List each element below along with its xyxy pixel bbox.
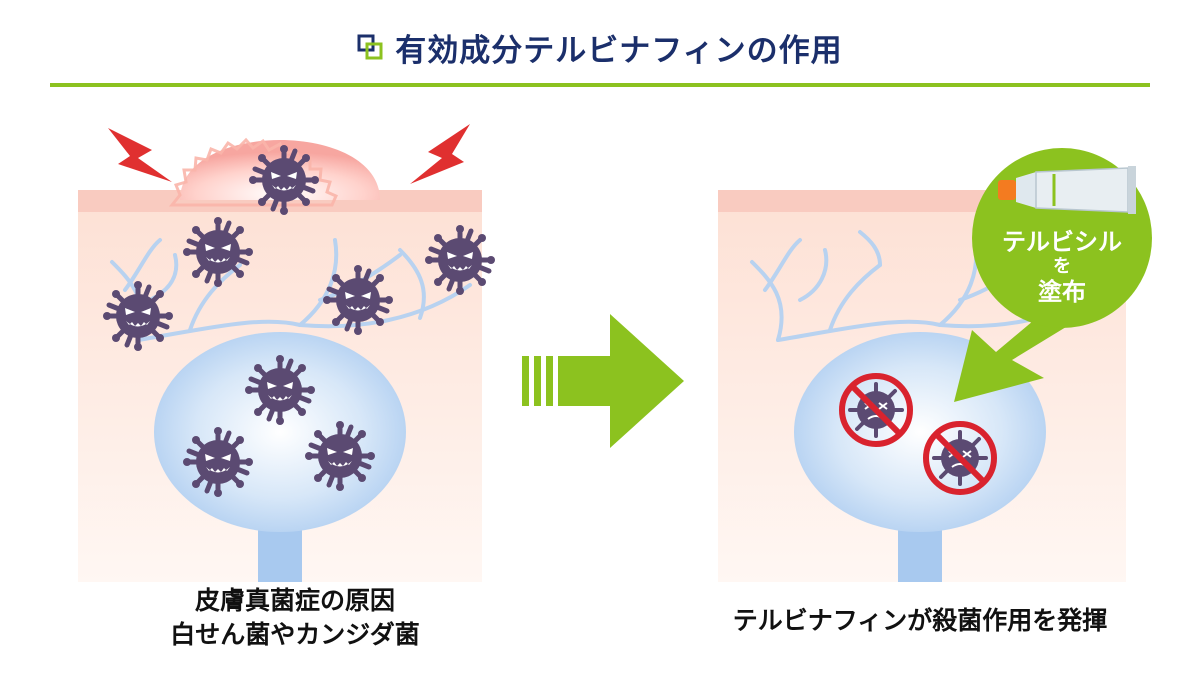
- right-caption: テルビナフィンが殺菌作用を発揮: [732, 606, 1108, 635]
- page-title: 有効成分テルビナフィンの作用: [395, 32, 843, 69]
- fungus-icon: [305, 421, 375, 491]
- lightning-right-icon: [410, 124, 470, 184]
- progress-arrow-icon: [522, 314, 684, 448]
- title-square-icon: [357, 34, 383, 60]
- left-caption-line2: 白せん菌やカンジダ菌: [170, 620, 420, 649]
- lightning-left-icon: [108, 128, 172, 182]
- title-row: 有効成分テルビナフィンの作用: [0, 22, 1200, 72]
- bubble-line3: 塗布: [1038, 278, 1086, 306]
- right-panel: [718, 148, 1152, 582]
- fungus-icon: [183, 217, 253, 287]
- fungus-icon: [249, 145, 319, 215]
- title-rule: [50, 83, 1150, 87]
- fungus-icon: [103, 281, 173, 351]
- left-caption: 皮膚真菌症の原因 白せん菌やカンジダ菌: [60, 584, 530, 652]
- left-panel: [78, 124, 495, 582]
- cream-tube-icon: [998, 166, 1136, 214]
- fungus-icon: [425, 225, 495, 295]
- left-caption-line1: 皮膚真菌症の原因: [194, 586, 395, 615]
- killed-fungus-icon: [923, 421, 997, 495]
- fungus-icon: [183, 427, 253, 497]
- bubble-line1: テルビシル: [1002, 228, 1122, 256]
- fungus-icon: [245, 355, 315, 425]
- bubble-line2: を: [1053, 256, 1071, 277]
- fungus-icon: [323, 265, 393, 335]
- killed-fungus-icon: [839, 373, 913, 447]
